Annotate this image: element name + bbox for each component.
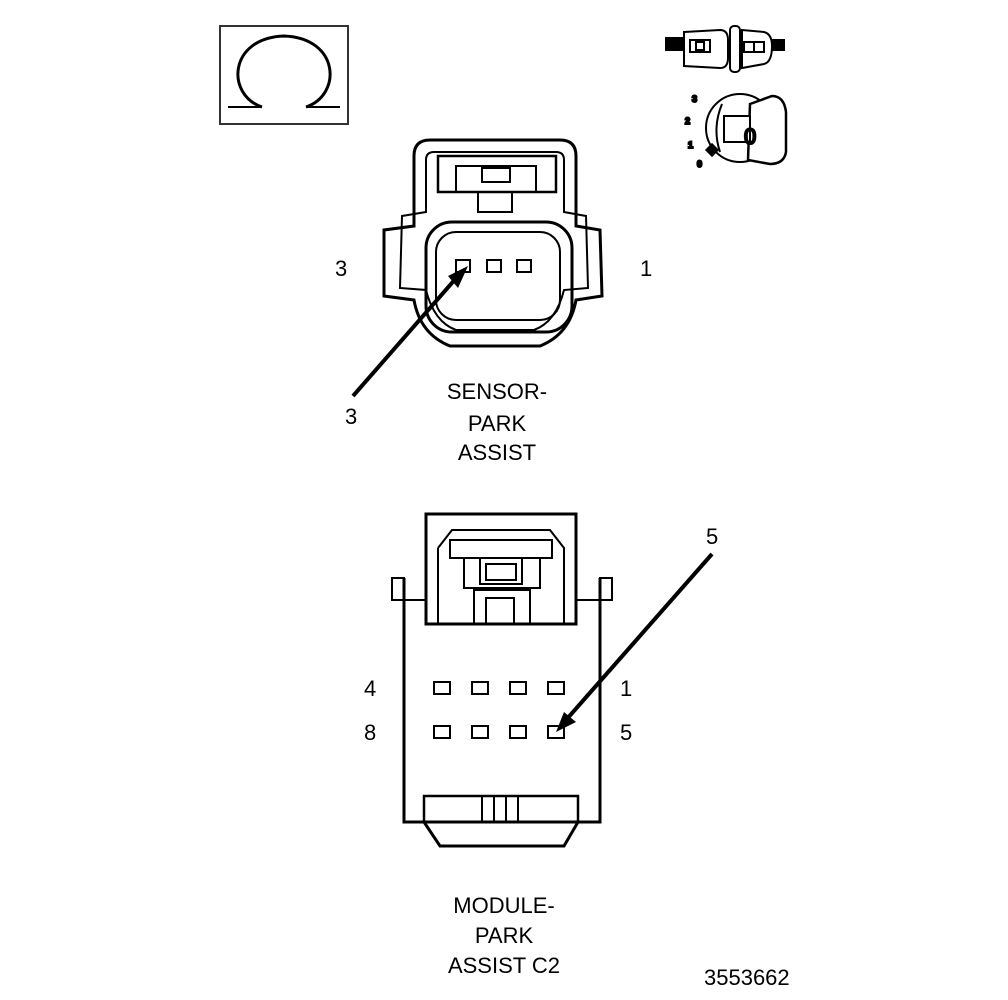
sensor-callout-arrow	[351, 266, 468, 398]
key-position-2-label: 2	[685, 116, 690, 126]
module-title-line-3: ASSIST C2	[448, 953, 560, 978]
sensor-title-line-1: SENSOR-	[447, 379, 547, 404]
sensor-pin-2	[486, 259, 502, 273]
module-pin-8	[433, 725, 451, 739]
module-title-line-1: MODULE-	[453, 893, 554, 918]
module-callout-label: 5	[706, 524, 718, 549]
module-pin-2	[509, 681, 527, 695]
key-position-0-label: 0	[697, 159, 702, 169]
module-pin-7	[471, 725, 489, 739]
module-connector-drawing	[391, 512, 613, 848]
sensor-pin-1	[516, 259, 532, 273]
module-callout-arrow	[556, 552, 714, 732]
module-pin-3	[471, 681, 489, 695]
module-row2-left-label: 8	[364, 720, 376, 745]
module-row2-right-label: 5	[620, 720, 632, 745]
sensor-connector-drawing	[382, 138, 604, 348]
connector-disconnect-icon	[665, 25, 785, 73]
ignition-key-icon: 3 2 1 0 0	[684, 93, 788, 170]
module-row1-left-label: 4	[364, 676, 376, 701]
key-symbol-label: 0	[744, 124, 756, 149]
sensor-callout-label: 3	[345, 404, 357, 429]
sensor-title-line-3: ASSIST	[458, 440, 536, 465]
module-pin-5	[547, 725, 565, 739]
module-pin-1	[547, 681, 565, 695]
key-position-3-label: 3	[692, 94, 697, 104]
sensor-pin-right-label: 1	[640, 256, 652, 281]
module-pin-4	[433, 681, 451, 695]
module-row1-right-label: 1	[620, 676, 632, 701]
figure-number: 3553662	[704, 965, 790, 990]
sensor-title-line-2: PARK	[468, 411, 527, 436]
sensor-pin-left-label: 3	[335, 256, 347, 281]
key-position-1-label: 1	[688, 140, 693, 150]
module-pin-6	[509, 725, 527, 739]
ohm-symbol-icon	[219, 25, 349, 125]
module-title-line-2: PARK	[475, 923, 534, 948]
